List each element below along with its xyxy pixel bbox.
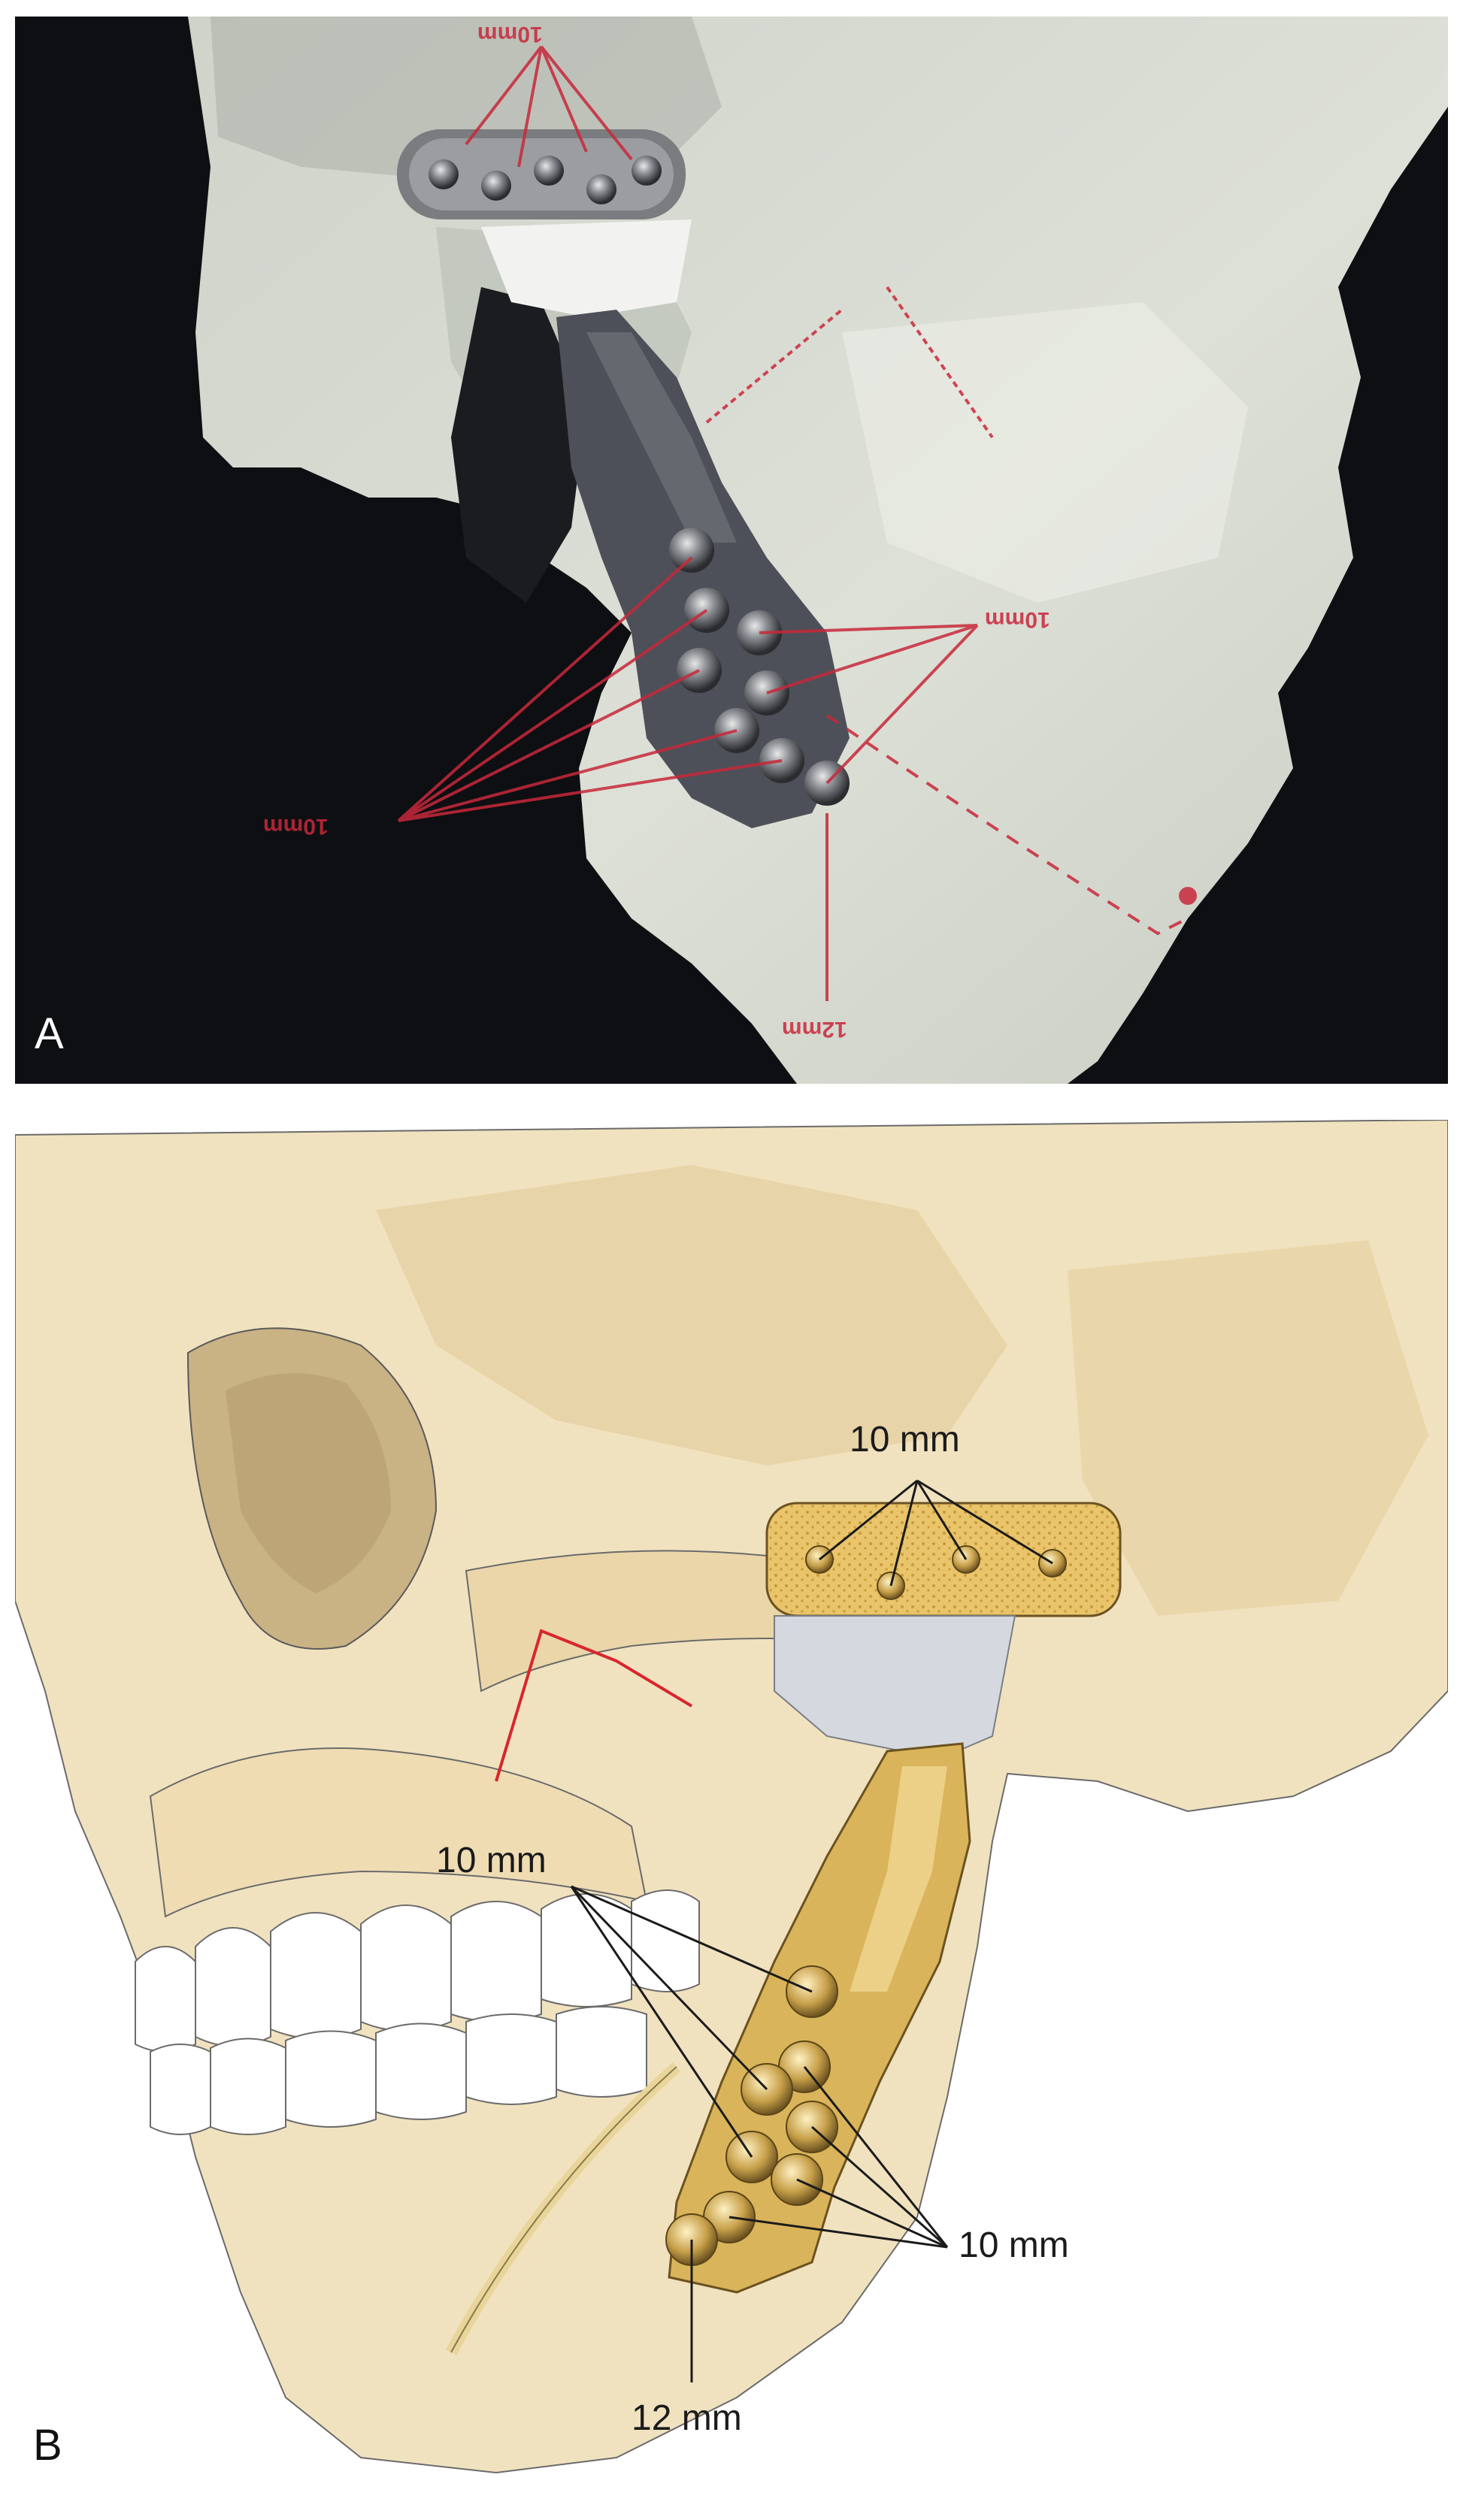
measure-label-b-fossa: 10 mm bbox=[850, 1420, 960, 1460]
measurement-leader-lines bbox=[570, 1479, 1053, 2382]
measure-label-b-upper: 10 mm bbox=[436, 1841, 547, 1880]
panel-a-photo: 10mm 10mm 10mm 12mm A bbox=[15, 17, 1448, 1084]
fossa-screws bbox=[429, 156, 662, 204]
panel-label-b: B bbox=[33, 2421, 62, 2470]
measure-label-b-lower: 10 mm bbox=[959, 2225, 1069, 2265]
teeth bbox=[135, 1889, 700, 2135]
measure-label-a-right: 10mm bbox=[985, 607, 1050, 632]
skull-model-photo bbox=[15, 17, 1448, 1084]
red-annotation-lines bbox=[397, 45, 1189, 1001]
skull-illustration bbox=[15, 1120, 1448, 2474]
measure-label-a-bottom: 12mm bbox=[782, 1017, 847, 1042]
osteotomy-lines bbox=[495, 1629, 693, 1782]
panel-label-a: A bbox=[35, 1009, 64, 1058]
fossa-screw-holes bbox=[805, 1545, 1067, 1600]
panel-b-illustration: 10 mm 10 mm 10 mm 12 mm B bbox=[15, 1120, 1448, 2504]
measure-label-a-left: 10mm bbox=[263, 814, 329, 839]
measure-label-b-inferior: 12 mm bbox=[632, 2398, 742, 2438]
measure-label-a-top: 10mm bbox=[477, 22, 543, 47]
